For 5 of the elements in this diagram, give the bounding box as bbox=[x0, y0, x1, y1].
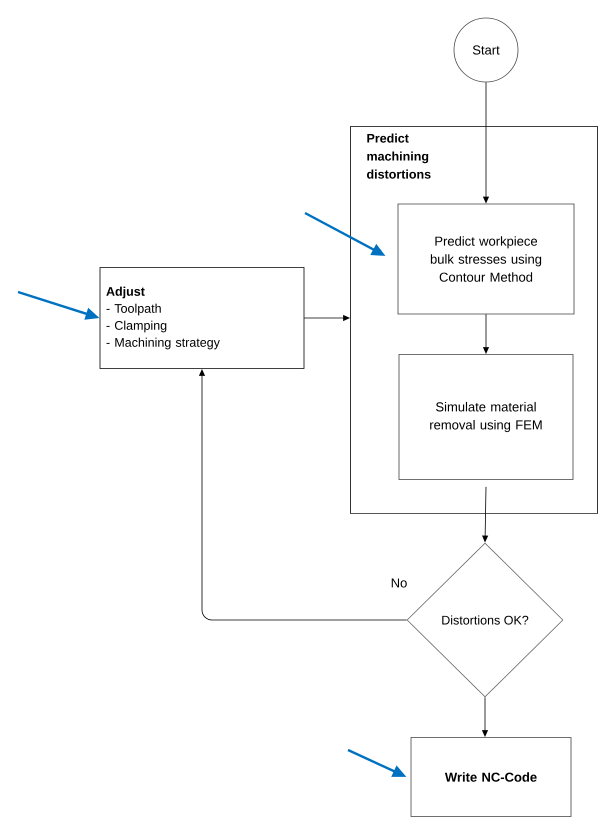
process-box: Simulate material removal using FEM bbox=[398, 354, 574, 480]
edge-label: No bbox=[390, 577, 408, 589]
process-box: Adjust - Toolpath - Clamping - Machining strategy bbox=[100, 267, 304, 369]
process-box: Write NC-Code bbox=[410, 737, 572, 817]
process-box: Predict workpiece bulk stresses using Contour Method bbox=[398, 204, 574, 314]
